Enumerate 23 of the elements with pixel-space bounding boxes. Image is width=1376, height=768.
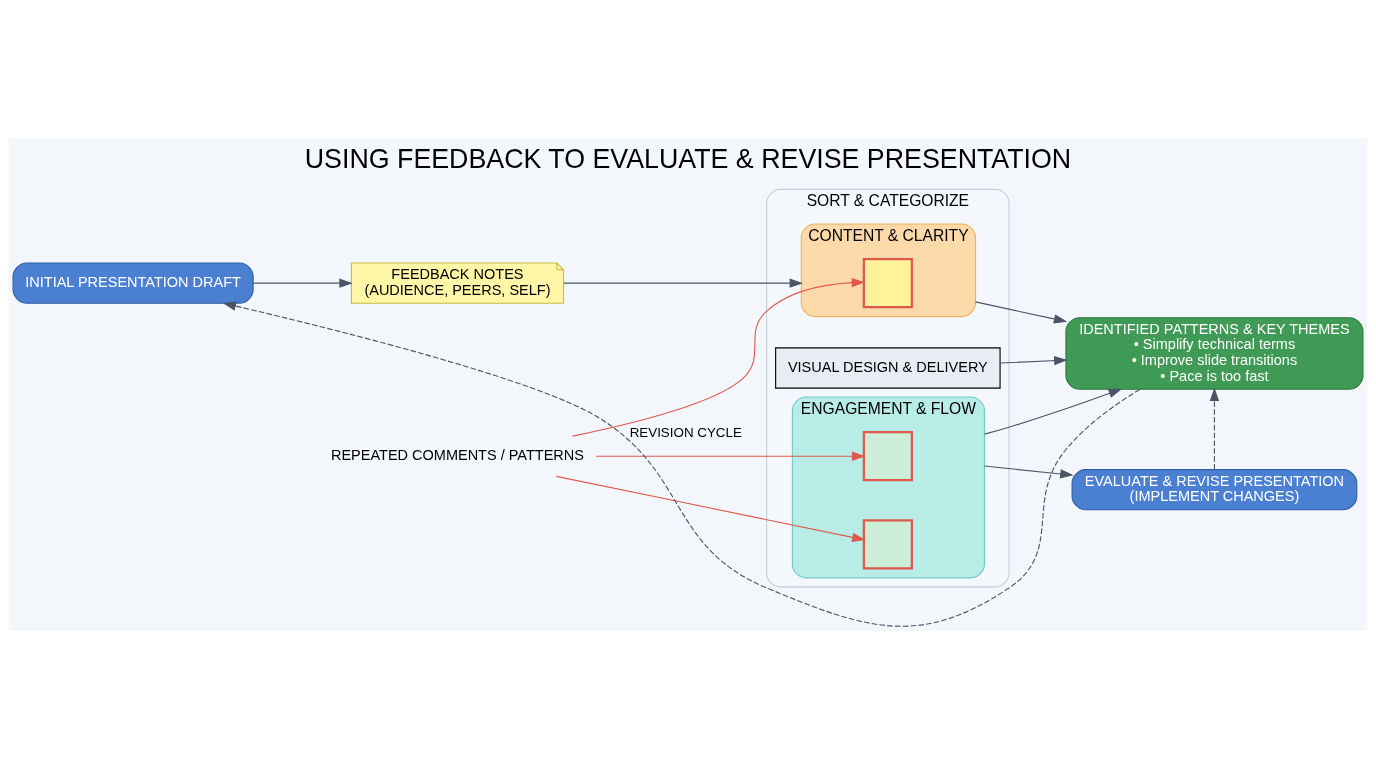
- arrow: [572, 277, 866, 437]
- cluster: ENGAGEMENT & FLOW: [791, 395, 985, 578]
- arrow: [555, 475, 866, 542]
- node-box: VISUAL DESIGN & DELIVERY: [775, 346, 1001, 389]
- node-box: EVALUATE & REVISE PRESENTATION (IMPLEMENT CHANGES): [1071, 468, 1358, 510]
- diagram-title: USING FEEDBACK TO EVALUATE & REVISE PRESENTATION: [304, 143, 1072, 174]
- cluster: CONTENT & CLARITY: [800, 222, 977, 317]
- arrow: [983, 388, 1123, 435]
- edge-label: REVISION CYCLE: [629, 424, 742, 440]
- arrow: [222, 300, 1141, 627]
- node-box: INITIAL PRESENTATION DRAFT: [12, 262, 254, 304]
- arrow: [252, 277, 353, 288]
- node-text: REPEATED COMMENTS / PATTERNS: [330, 446, 584, 463]
- arrow: [974, 300, 1068, 324]
- arrow: [595, 451, 866, 461]
- node-box: IDENTIFIED PATTERNS & KEY THEMES • Simplify technical terms • Improve slide transitions • Pace is too fast: [1065, 316, 1364, 390]
- arrow: [999, 355, 1068, 365]
- arrow: [983, 465, 1074, 479]
- node-box: [862, 518, 913, 570]
- node-box: [862, 430, 913, 481]
- arrow: [563, 277, 804, 288]
- arrow: [1209, 387, 1220, 470]
- node-box: [862, 257, 913, 308]
